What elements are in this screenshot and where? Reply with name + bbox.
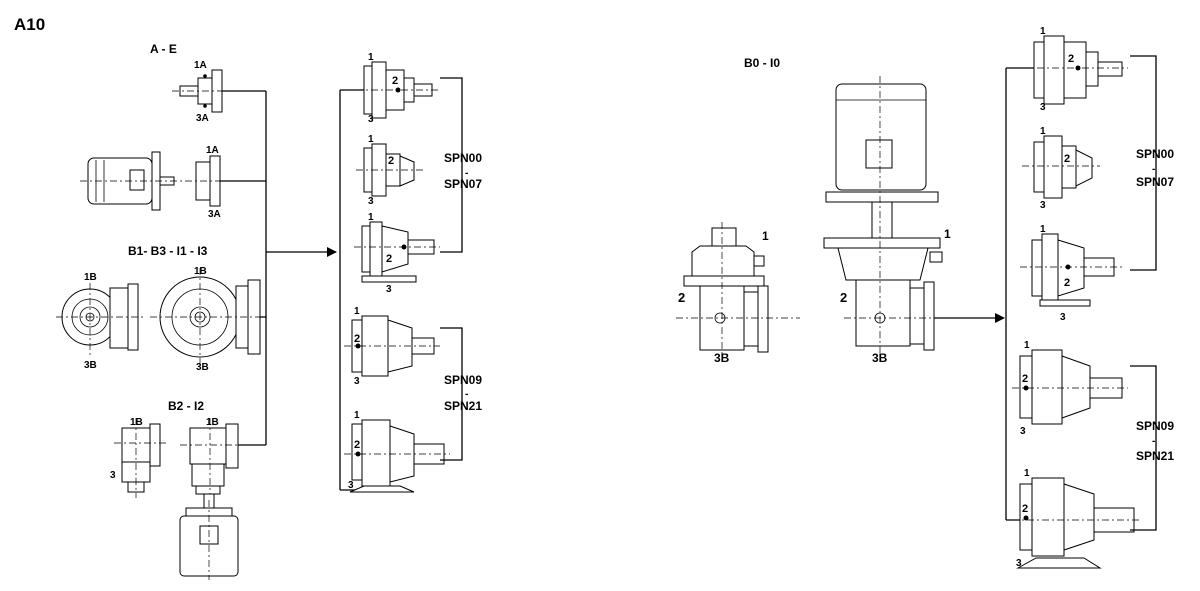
- right-unit-3: 1 2 3: [1020, 224, 1122, 323]
- unit-point-2: 2: [388, 155, 394, 167]
- unit-point-1: 1: [1024, 340, 1030, 351]
- unit-point-3: 3: [348, 480, 354, 491]
- left-collector-lines: [220, 89, 364, 491]
- point-label: 3B: [84, 360, 97, 371]
- right-collector-lines: [934, 67, 1036, 521]
- unit-point-1: 1: [368, 52, 374, 63]
- series-label-sep: -: [465, 168, 468, 179]
- point-label: 3B: [872, 351, 888, 365]
- angle-unit-no-motor: 1 2 3B: [676, 222, 800, 365]
- unit-point-3: 3: [1020, 426, 1026, 437]
- unit-point-2: 2: [354, 333, 360, 345]
- left-unit-2: 1 2 3: [356, 134, 424, 207]
- series-label-to: SPN07: [444, 177, 482, 191]
- motor-with-adapter: 1A 3A: [80, 145, 232, 220]
- group-label-b1b3: B1- B3 - I1 - I3: [128, 244, 208, 258]
- right-unit-1: 1 2 3: [1022, 26, 1128, 113]
- series-label-from: SPN00: [444, 151, 482, 165]
- motor-vertical-bottom: [179, 493, 239, 580]
- gear-unit-b2-left: 1B 3: [110, 417, 168, 498]
- left-unit-5: 1 2 3: [344, 410, 450, 493]
- point-label: 3B: [196, 362, 209, 373]
- unit-point-1: 1: [1024, 468, 1030, 479]
- point-label: 1B: [84, 272, 97, 283]
- group-label-b2i2: B2 - I2: [168, 399, 204, 413]
- point-label: 1A: [194, 60, 207, 71]
- right-unit-4: 1 2 3: [1012, 340, 1128, 437]
- unit-point-1: 1: [354, 410, 360, 421]
- unit-point-2: 2: [1064, 277, 1070, 289]
- series-label-to: SPN21: [1136, 449, 1174, 463]
- right-unit-2: 1 2 3: [1022, 126, 1100, 211]
- unit-point-3: 3: [368, 196, 374, 207]
- unit-point-1: 1: [1040, 224, 1046, 235]
- point-label: 1: [762, 229, 769, 243]
- unit-point-3: 3: [1040, 200, 1046, 211]
- point-label: 1B: [130, 417, 143, 428]
- left-bracket-spn00-07: SPN00 - SPN07: [440, 77, 482, 253]
- gear-unit-b1-left: 1B 3B: [56, 272, 146, 371]
- point-label: 3A: [196, 113, 209, 124]
- point-label: 2: [678, 290, 685, 305]
- unit-point-3: 3: [1060, 312, 1066, 323]
- point-label: 1A: [206, 145, 219, 156]
- left-unit-4: 1 2 3: [344, 306, 440, 387]
- gear-unit-b1-right: 1B 3B: [150, 266, 266, 373]
- right-half: B0 - I0 1 2 3B: [676, 26, 1174, 569]
- point-label: 1B: [206, 417, 219, 428]
- left-unit-1: 1 2 3: [356, 52, 438, 125]
- unit-point-2: 2: [1022, 503, 1028, 515]
- input-adapter-ae-top: 1A 3A: [172, 60, 230, 124]
- point-label: 2: [840, 290, 847, 305]
- point-label: 3B: [714, 351, 730, 365]
- series-label-from: SPN09: [1136, 419, 1174, 433]
- unit-point-3: 3: [368, 114, 374, 125]
- series-label-from: SPN09: [444, 373, 482, 387]
- left-unit-3: 1 2 3: [354, 212, 440, 295]
- unit-point-3: 3: [386, 284, 392, 295]
- unit-point-2: 2: [1064, 153, 1070, 165]
- unit-point-3: 3: [1016, 558, 1022, 569]
- group-label-ae: A - E: [150, 42, 177, 56]
- unit-point-1: 1: [1040, 26, 1046, 37]
- point-label: 3A: [208, 209, 221, 220]
- series-label-to: SPN07: [1136, 175, 1174, 189]
- right-unit-5: 1 2 3: [1012, 468, 1140, 569]
- unit-point-2: 2: [386, 253, 392, 265]
- right-bracket-spn00-07: SPN00 - SPN07: [1130, 55, 1174, 271]
- point-label: 1: [944, 227, 951, 241]
- left-bracket-spn09-21: SPN09 - SPN21: [440, 327, 482, 461]
- series-label-sep: -: [465, 389, 468, 400]
- group-label-b0i0: B0 - I0: [744, 56, 780, 70]
- left-half: A - E B1- B3 - I1 - I3 B2 - I2 1A 3A 1A: [56, 42, 482, 580]
- unit-point-2: 2: [1068, 53, 1074, 65]
- page-label: A10: [14, 15, 45, 34]
- point-label: 1B: [194, 266, 207, 277]
- series-label-sep: -: [1152, 436, 1155, 447]
- unit-point-2: 2: [354, 439, 360, 451]
- unit-point-1: 1: [368, 134, 374, 145]
- unit-point-1: 1: [368, 212, 374, 223]
- series-label-sep: -: [1152, 164, 1155, 175]
- right-bracket-spn09-21: SPN09 - SPN21: [1130, 365, 1174, 531]
- point-label: 3: [110, 470, 116, 481]
- unit-point-1: 1: [354, 306, 360, 317]
- unit-point-2: 2: [392, 75, 398, 87]
- unit-point-3: 3: [1040, 102, 1046, 113]
- angle-unit-with-motor: 1 2 3B: [823, 76, 992, 365]
- unit-point-2: 2: [1022, 373, 1028, 385]
- unit-point-3: 3: [354, 376, 360, 387]
- series-label-to: SPN21: [444, 399, 482, 413]
- series-label-from: SPN00: [1136, 147, 1174, 161]
- gear-unit-b2-right: 1B: [180, 417, 244, 500]
- unit-point-1: 1: [1040, 126, 1046, 137]
